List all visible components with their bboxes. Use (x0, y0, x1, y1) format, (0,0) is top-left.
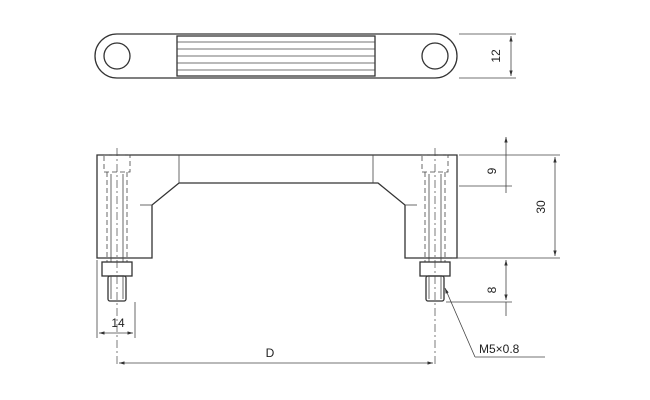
right-mounting-hole (421, 42, 449, 70)
thread-leader-line (444, 287, 476, 358)
front-view: 9 30 8 14 D M5×0.8 (96, 137, 560, 366)
top-view-outline (94, 33, 458, 79)
dim-8-label: 8 (485, 286, 499, 293)
grip-ribs (177, 41, 375, 71)
dim-30-label: 30 (534, 200, 548, 214)
left-mounting-hole (103, 42, 131, 70)
handle-body-outline (96, 154, 458, 259)
top-view: 12 (94, 33, 516, 79)
left-bolt (101, 148, 133, 366)
dim-d-label: D (266, 346, 275, 360)
dim-12-label: 12 (489, 49, 503, 63)
right-bolt (419, 148, 451, 366)
dim-14-label: 14 (111, 316, 125, 330)
thread-spec-label: M5×0.8 (479, 342, 520, 356)
dim-9-label: 9 (485, 167, 499, 174)
